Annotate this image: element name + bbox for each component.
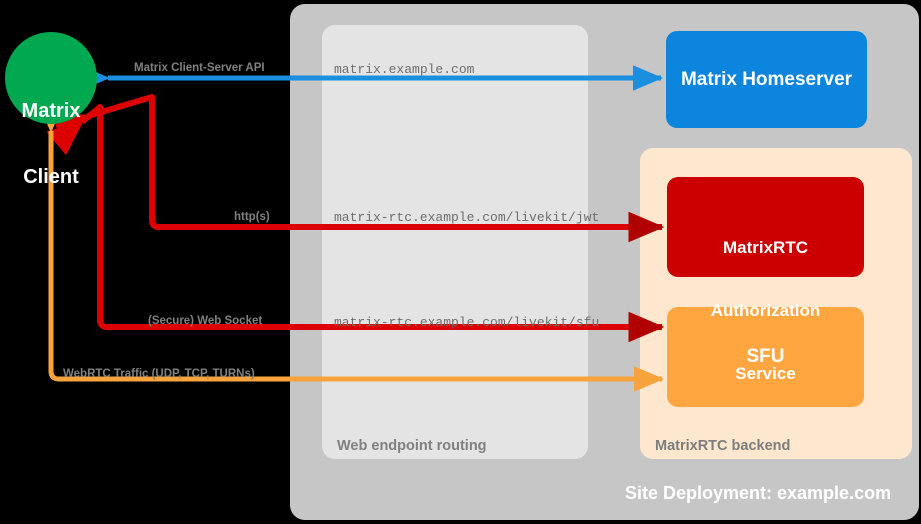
container-web-endpoint-routing [322,25,588,459]
container-matrixrtc-backend-caption: MatrixRTC backend [655,438,791,454]
node-matrix-homeserver-label: Matrix Homeserver [680,69,853,90]
node-matrixrtc-authorization-service-label: MatrixRTC Authorization Service [667,195,864,426]
container-site-deployment-caption: Site Deployment: example.com [625,483,892,503]
node-matrix-client[interactable] [5,32,97,124]
node-matrixrtc-authorization-service[interactable] [667,177,864,277]
node-matrix-client-label-line2: Client [23,166,79,188]
edge-label-authorization-https: http(s) [234,211,270,223]
auth-service-label-line3: Service [735,364,796,383]
node-sfu-label: SFU [746,346,785,367]
node-sfu[interactable] [667,307,864,407]
edge-label-webrtc-traffic: WebRTC Traffic (UDP, TCP, TURNs) [63,368,255,380]
node-matrix-client-label-line1: Matrix [21,100,81,122]
edge-webrtc-traffic [38,103,665,392]
edge-label-sfu-websocket: (Secure) Web Socket [148,315,263,327]
edge-endpoint-livekit-sfu: matrix-rtc.example.com/livekit/sfu [334,315,600,330]
auth-service-label-line1: MatrixRTC [722,238,808,257]
edge-endpoint-livekit-jwt: matrix-rtc.example.com/livekit/jwt [334,210,600,225]
auth-service-label-line2: Authorization [710,301,821,320]
container-web-endpoint-routing-caption: Web endpoint routing [337,438,487,454]
edge-label-matrix-client-server-api: Matrix Client-Server API [134,62,265,74]
edge-endpoint-matrix-example-com: matrix.example.com [334,62,475,77]
node-matrix-homeserver[interactable] [666,31,867,128]
node-matrix-client-label: Matrix Client [6,56,96,232]
